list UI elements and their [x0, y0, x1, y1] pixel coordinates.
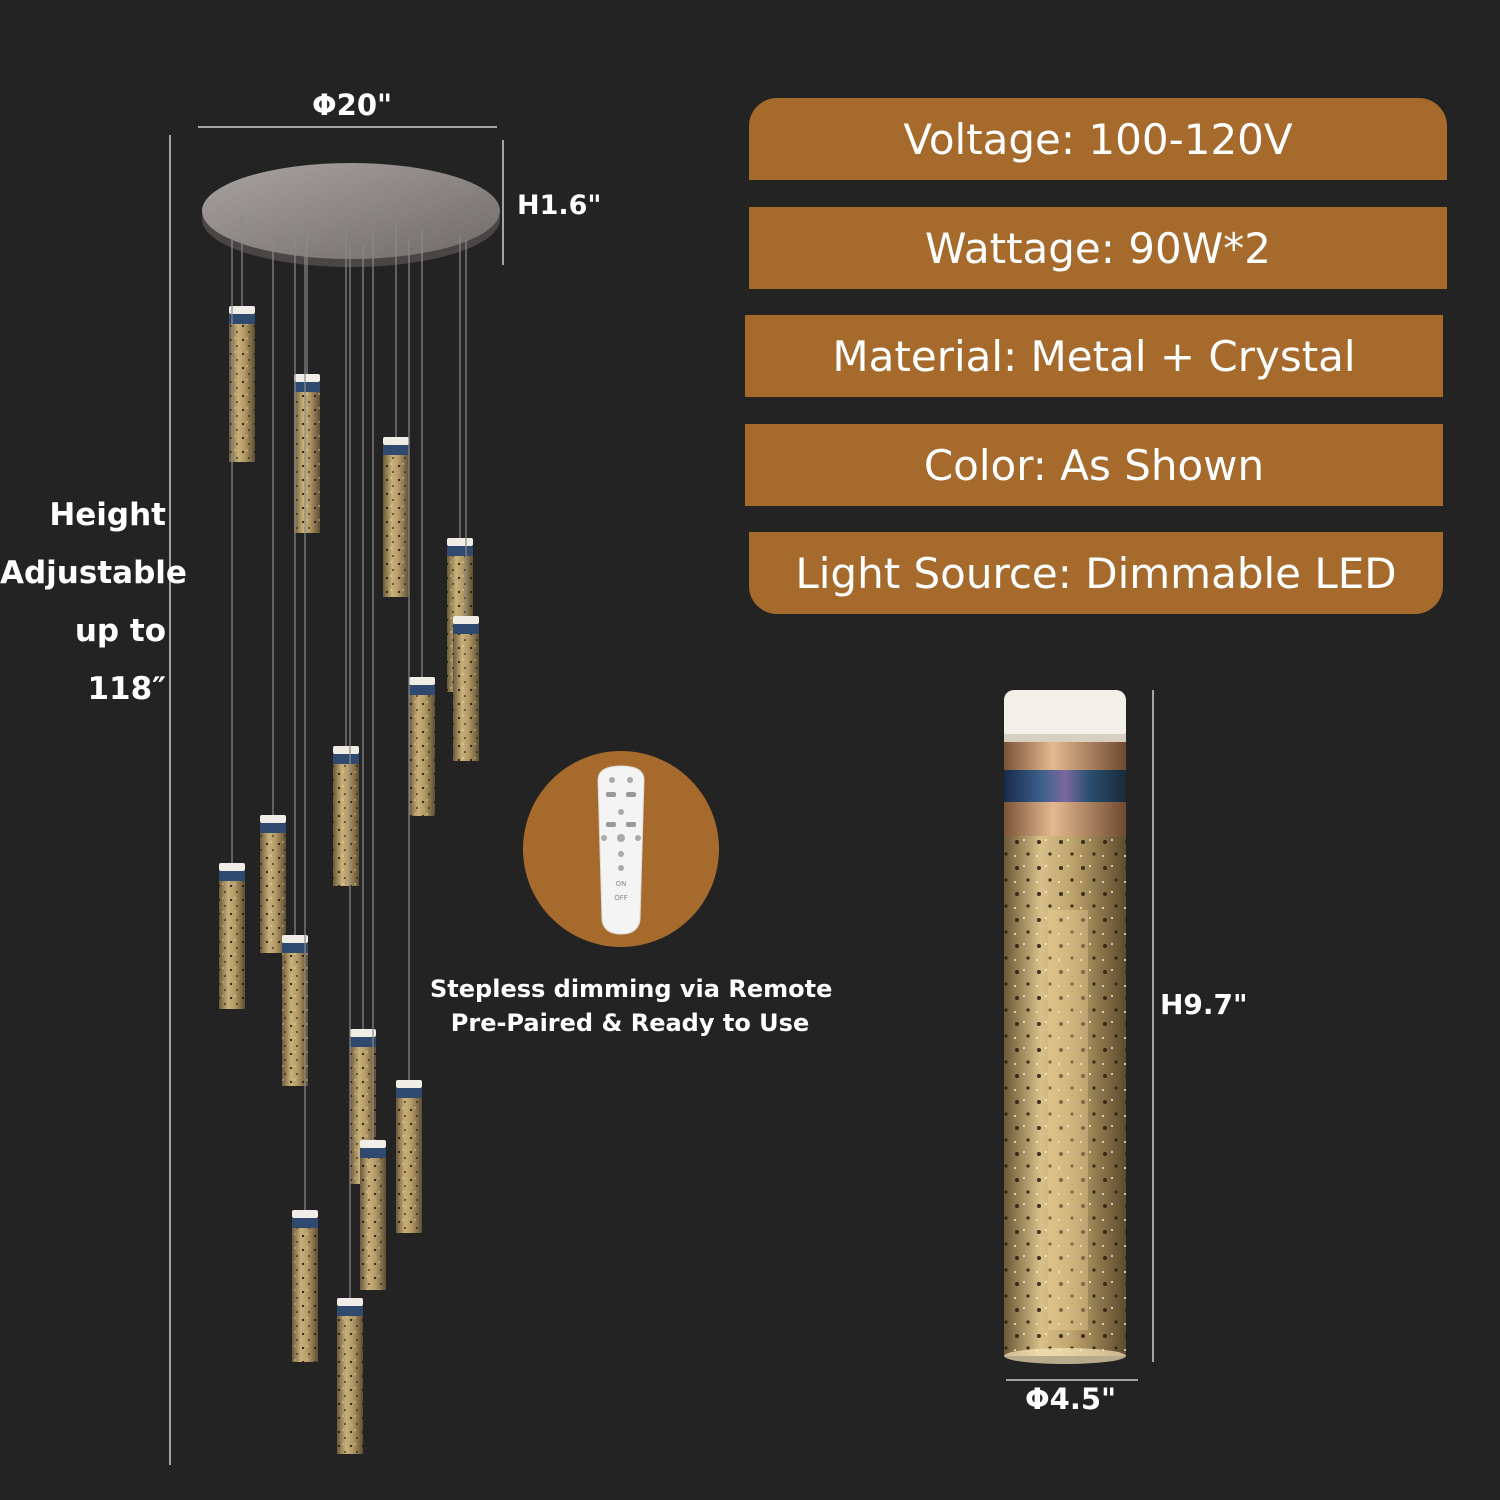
pendant-band: [453, 624, 479, 634]
pendant-cap: [396, 1080, 422, 1088]
pendant-cap: [383, 437, 409, 445]
pendant-cap: [453, 616, 479, 624]
pendant-bubbles: [409, 695, 435, 816]
pendant-bubbles: [219, 881, 245, 1009]
pendant-band: [337, 1306, 363, 1316]
pendant-cap: [337, 1298, 363, 1306]
pendant-band: [360, 1148, 386, 1158]
pendant-bubbles: [383, 455, 409, 597]
canopy-height-label: H1.6": [517, 190, 602, 221]
pendant-band: [294, 382, 320, 392]
canopy-diameter-label: Φ20": [312, 88, 393, 122]
pendant-band: [282, 943, 308, 953]
spec-wattage: Wattage: 90W*2: [749, 207, 1447, 289]
pendant-band: [447, 546, 473, 556]
pendants: [219, 215, 479, 1454]
pendant-cap: [447, 538, 473, 546]
pendant-cap: [282, 935, 308, 943]
pendant-bubbles: [396, 1098, 422, 1233]
pendant-bubbles: [333, 764, 359, 886]
canopy: [202, 163, 500, 267]
pendant-band: [383, 445, 409, 455]
pendant-bubbles: [229, 324, 255, 462]
pendant-cap: [350, 1029, 376, 1037]
pendant-bubbles: [294, 392, 320, 533]
spec-material: Material: Metal + Crystal: [745, 315, 1443, 397]
spec-voltage: Voltage: 100-120V: [749, 98, 1447, 180]
remote-on-button: ON: [616, 880, 627, 888]
pendant-bubbles: [453, 634, 479, 761]
pendant-band: [229, 314, 255, 324]
remote-caption-line-1: Stepless dimming via Remote: [430, 975, 833, 1003]
pendant-detail-image: [1004, 690, 1126, 1364]
pendant-band: [333, 754, 359, 764]
pendant-cap: [260, 815, 286, 823]
pendant-cap: [360, 1140, 386, 1148]
spec-light-source: Light Source: Dimmable LED: [749, 532, 1443, 614]
pendant-cap: [292, 1210, 318, 1218]
pendant-band: [260, 823, 286, 833]
pendant-band: [396, 1088, 422, 1098]
pendant-bubbles: [282, 953, 308, 1086]
height-adjustable-label: Height Adjustable up to 118″: [0, 486, 187, 718]
remote-caption-line-2: Pre-Paired & Ready to Use: [450, 1009, 810, 1037]
pendant-bubbles: [292, 1228, 318, 1362]
remote-caption: Stepless dimming via Remote Pre-Paired &…: [430, 972, 833, 1040]
pendant-band: [350, 1037, 376, 1047]
pendant-band: [219, 871, 245, 881]
height-label-line-2: Adjustable: [0, 555, 187, 591]
remote-control-image: ON OFF: [523, 751, 719, 947]
pendant-bubbles: [337, 1316, 363, 1454]
pendant-cap: [333, 746, 359, 754]
pendant-band: [292, 1218, 318, 1228]
pendant-cap: [229, 306, 255, 314]
pendant-cap: [294, 374, 320, 382]
spec-color: Color: As Shown: [745, 424, 1443, 506]
pendant-height-label: H9.7": [1160, 988, 1248, 1021]
pendant-diameter-label: Φ4.5": [1025, 1382, 1117, 1416]
remote-off-button: OFF: [614, 894, 628, 902]
pendant-cap: [409, 677, 435, 685]
pendant-cap: [219, 863, 245, 871]
chandelier-illustration: [169, 126, 504, 1465]
pendant-dimension-lines: [1006, 690, 1154, 1381]
pendant-bubbles: [360, 1158, 386, 1290]
height-label-line-3: up to 118″: [74, 613, 166, 707]
height-label-line-1: Height: [49, 497, 166, 533]
remote-icon: [597, 765, 645, 935]
pendant-bubbles: [260, 833, 286, 953]
pendant-band: [409, 685, 435, 695]
